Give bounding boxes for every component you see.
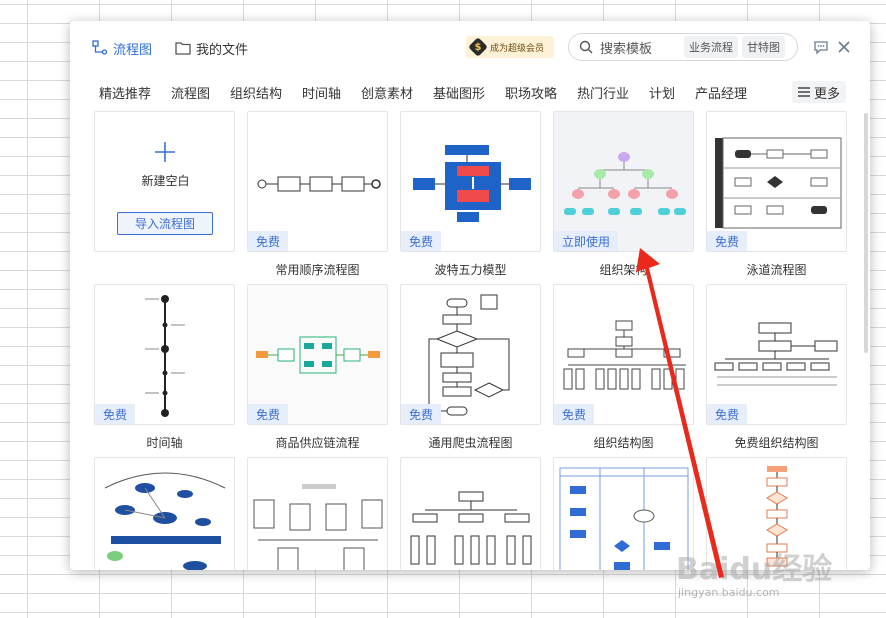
tab-my-files-label: 我的文件: [196, 42, 249, 58]
template-card-swimlane[interactable]: 免费: [706, 111, 847, 252]
free-badge: 免费: [707, 231, 748, 251]
dialog-header: 流程图 我的文件 $ 成为超级会员 搜索模板 业务流程 甘特图: [70, 21, 870, 73]
nav-item-industry[interactable]: 热门行业: [577, 87, 630, 102]
nav-item-org[interactable]: 组织结构: [230, 87, 283, 102]
feedback-icon[interactable]: [812, 38, 830, 56]
scrollbar[interactable]: [864, 113, 868, 353]
supply-chain-thumbnail: [256, 336, 380, 374]
template-card-cross-func[interactable]: [553, 457, 694, 570]
sequential-flow-thumbnail: [257, 176, 381, 192]
tab-flowchart-label: 流程图: [113, 42, 153, 58]
swimlane-thumbnail: [715, 137, 842, 229]
nav-item-featured[interactable]: 精选推荐: [99, 87, 152, 102]
free-badge: 免费: [95, 404, 136, 424]
cross-function-thumbnail: [559, 467, 689, 570]
template-title: 商品供应链流程: [275, 436, 360, 450]
template-title: 波特五力模型: [434, 263, 507, 277]
free-badge: 免费: [707, 404, 748, 424]
new-blank-label: 新建空白: [141, 174, 190, 188]
tree-chart-thumbnail: [410, 491, 532, 565]
watermark-url: jingyan.baidu.com: [678, 586, 780, 599]
vip-label: 成为超级会员: [490, 43, 545, 54]
more-label: 更多: [813, 86, 840, 102]
porter-model-thumbnail: [413, 145, 531, 222]
crawler-flow-thumbnail: [428, 294, 510, 416]
vip-coin-icon: $: [468, 37, 488, 57]
search-icon: [579, 40, 593, 54]
tab-flowchart[interactable]: 流程图: [92, 37, 152, 59]
search-chip-business[interactable]: 业务流程: [684, 36, 738, 58]
use-now-badge[interactable]: 立即使用: [554, 231, 619, 251]
template-title: 组织架构: [599, 263, 648, 277]
vip-button[interactable]: $ 成为超级会员: [466, 36, 554, 58]
template-card-tree[interactable]: [400, 457, 541, 570]
folder-icon: [175, 42, 191, 55]
template-title: 泳道流程图: [746, 263, 807, 277]
template-title: 常用顺序流程图: [275, 263, 360, 277]
nav-item-timeline[interactable]: 时间轴: [302, 87, 342, 102]
search-input[interactable]: 搜索模板: [600, 41, 653, 57]
template-card-sequential[interactable]: 免费: [247, 111, 388, 252]
free-badge: 免费: [248, 404, 289, 424]
template-card-mindmap[interactable]: [94, 457, 235, 570]
category-nav: 精选推荐 流程图 组织结构 时间轴 创意素材 基础图形 职场攻略 热门行业 计划…: [70, 77, 870, 107]
free-badge: 免费: [248, 231, 289, 251]
template-card-org-chart[interactable]: 免费: [553, 284, 694, 425]
close-icon[interactable]: [835, 38, 853, 56]
menu-icon: [797, 87, 810, 97]
template-card-vertical-flow[interactable]: [706, 457, 847, 570]
template-card-docs[interactable]: [247, 457, 388, 570]
nav-item-plan[interactable]: 计划: [649, 87, 676, 102]
template-card-timeline[interactable]: 免费: [94, 284, 235, 425]
plus-icon: [153, 140, 177, 171]
template-card-free-org-chart[interactable]: 免费: [706, 284, 847, 425]
search-box[interactable]: 搜索模板 业务流程 甘特图: [568, 33, 798, 61]
template-card-supply-chain[interactable]: 免费: [247, 284, 388, 425]
template-title: 时间轴: [146, 436, 183, 450]
nav-item-basic-shapes[interactable]: 基础图形: [433, 87, 486, 102]
org-structure-thumbnail: [564, 152, 686, 215]
nav-item-workplace[interactable]: 职场攻略: [505, 87, 558, 102]
tab-my-files[interactable]: 我的文件: [175, 37, 248, 59]
nav-item-creative[interactable]: 创意素材: [361, 87, 414, 102]
document-timeline-thumbnail: [253, 484, 383, 570]
template-dialog: 流程图 我的文件 $ 成为超级会员 搜索模板 业务流程 甘特图: [70, 21, 870, 570]
free-org-chart-thumbnail: [714, 322, 838, 386]
template-card-porter[interactable]: 免费: [400, 111, 541, 252]
import-flowchart-button[interactable]: 导入流程图: [117, 212, 213, 235]
template-card-crawler[interactable]: 免费: [400, 284, 541, 425]
flowchart-icon: [92, 40, 108, 55]
template-title: 通用爬虫流程图: [428, 436, 513, 450]
free-badge: 免费: [401, 231, 442, 251]
search-chip-gantt[interactable]: 甘特图: [742, 36, 785, 58]
timeline-thumbnail: [145, 295, 185, 417]
template-title: 免费组织结构图: [734, 436, 819, 450]
template-card-org-structure[interactable]: 立即使用: [553, 111, 694, 252]
free-badge: 免费: [554, 404, 595, 424]
mindmap-thumbnail: [104, 472, 226, 570]
free-badge: 免费: [401, 404, 442, 424]
nav-item-product-manager[interactable]: 产品经理: [695, 87, 748, 102]
more-button[interactable]: 更多: [792, 81, 846, 103]
new-blank-card[interactable]: 新建空白 导入流程图: [94, 111, 235, 252]
nav-item-flowchart[interactable]: 流程图: [171, 87, 211, 102]
template-title: 组织结构图: [593, 436, 654, 450]
vertical-flow-thumbnail: [766, 466, 788, 567]
